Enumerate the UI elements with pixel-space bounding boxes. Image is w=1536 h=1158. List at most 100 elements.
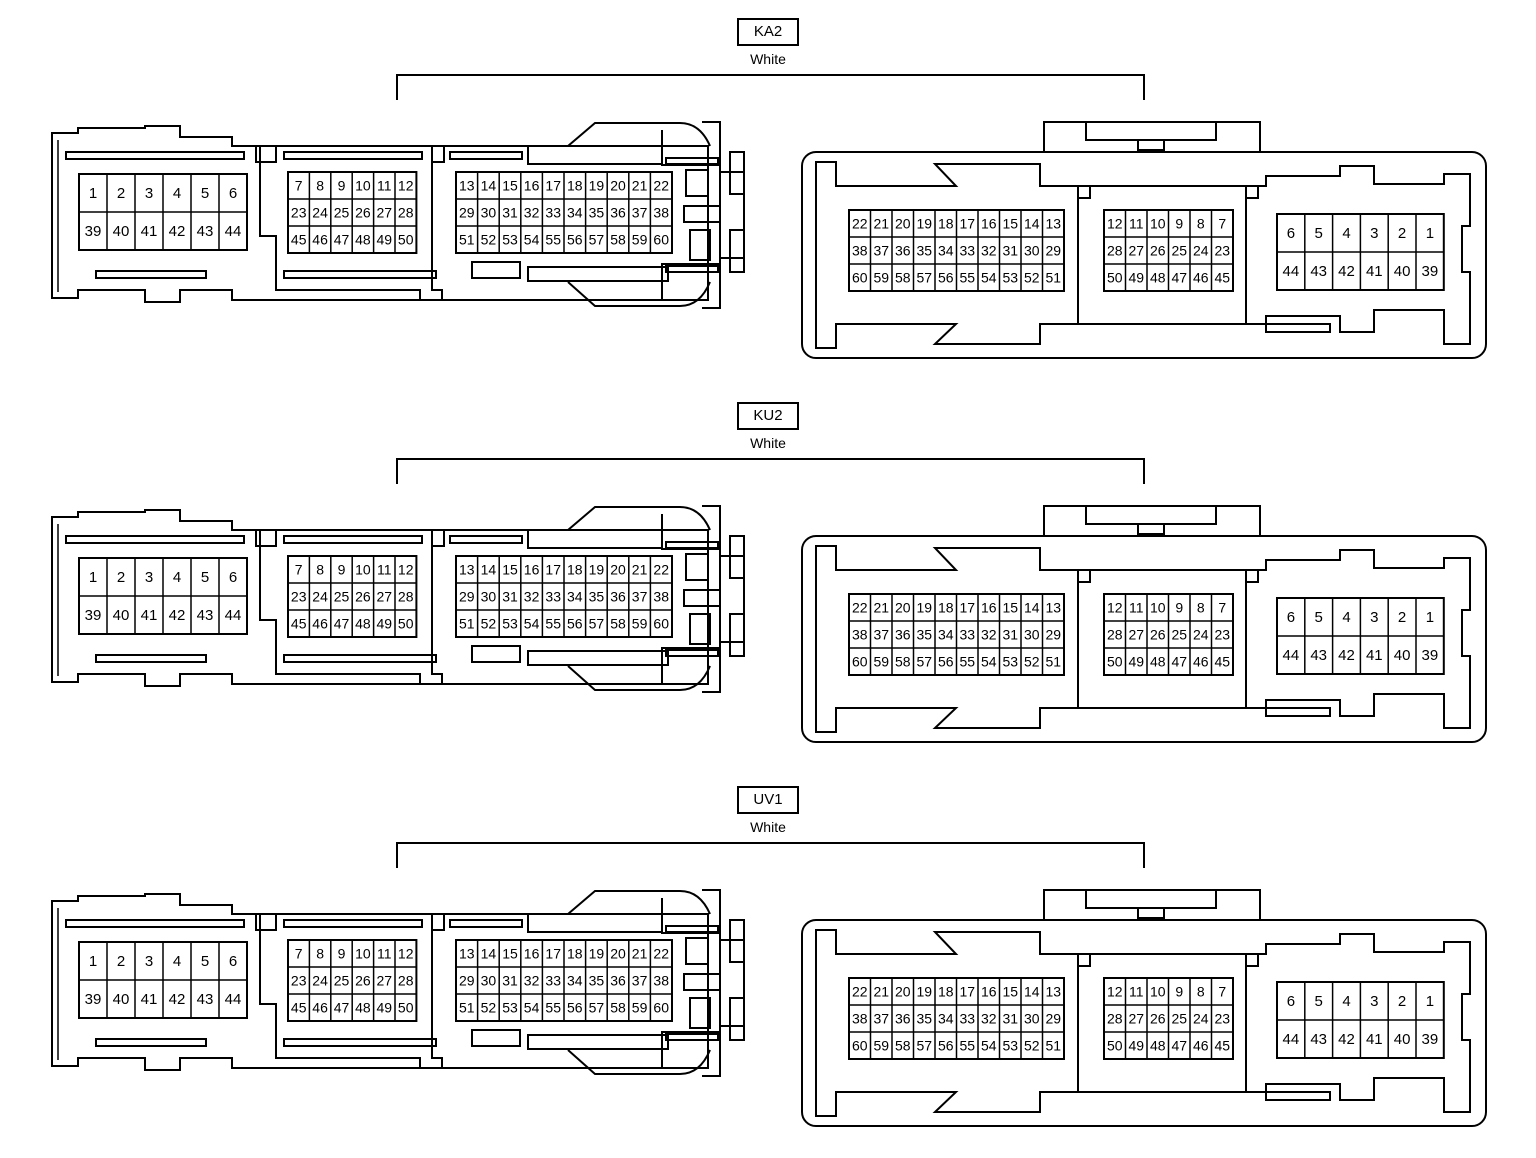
pin-number: 9 [1175,216,1183,232]
pin-number: 30 [1024,243,1040,259]
pin-number: 5 [201,569,209,586]
pin-number: 1 [89,569,97,586]
pin-number: 7 [295,562,303,578]
pin-number: 21 [873,984,889,1000]
pin-number: 30 [481,589,497,605]
pin-number: 51 [459,1000,475,1016]
pin-number: 40 [1394,263,1411,280]
pin-number: 44 [1283,1031,1300,1048]
pin-number: 39 [85,607,102,624]
pin-number: 23 [291,589,307,605]
pin-number: 5 [1315,609,1323,626]
pin-number: 47 [334,616,350,632]
pin-number: 15 [502,178,518,194]
connector-id: KU2 [737,402,799,430]
pin-number: 24 [312,589,328,605]
pin-number: 8 [1197,984,1205,1000]
pin-number: 27 [377,205,393,221]
pin-number: 31 [1002,243,1018,259]
pin-number: 19 [916,216,932,232]
pin-number: 3 [145,569,153,586]
connector-id: UV1 [737,786,799,814]
pin-number: 13 [459,562,475,578]
pin-number: 8 [316,178,324,194]
pin-number: 47 [1171,1038,1187,1054]
pin-number: 31 [1002,627,1018,643]
pin-number: 21 [873,600,889,616]
pin-number: 55 [545,1000,561,1016]
pin-number: 9 [1175,600,1183,616]
pin-number: 22 [852,984,868,1000]
pin-number: 41 [1366,263,1383,280]
pin-number: 17 [959,984,975,1000]
pin-number: 49 [1128,1038,1144,1054]
pin-number: 10 [1150,600,1166,616]
pin-number: 16 [981,984,997,1000]
pin-number: 52 [481,232,497,248]
pin-number: 22 [852,600,868,616]
pin-number: 13 [459,178,475,194]
pin-number: 53 [502,232,518,248]
pin-number: 32 [524,973,540,989]
pin-number: 25 [1171,243,1187,259]
pin-number: 3 [1370,993,1378,1010]
pin-number: 1 [89,185,97,202]
pin-number: 25 [334,973,350,989]
pin-number: 2 [1398,609,1406,626]
pin-number: 12 [398,562,414,578]
pin-number: 11 [377,946,392,962]
pin-number: 46 [312,1000,328,1016]
pin-number: 22 [653,178,669,194]
pin-number: 41 [141,223,158,240]
pin-number: 52 [1024,270,1040,286]
pin-number: 50 [1107,654,1123,670]
pin-number: 15 [502,946,518,962]
pin-number: 37 [632,589,648,605]
pin-number: 49 [1128,654,1144,670]
pin-number: 41 [1366,647,1383,664]
pin-number: 59 [873,1038,889,1054]
pin-number: 46 [1193,654,1209,670]
pin-number: 19 [916,600,932,616]
pin-number: 42 [169,991,186,1008]
pin-number: 40 [1394,1031,1411,1048]
pin-number: 50 [398,232,414,248]
pin-number: 10 [1150,984,1166,1000]
pin-number: 33 [545,589,561,605]
pin-number: 31 [502,589,518,605]
pin-number: 1 [1426,993,1434,1010]
pin-number: 57 [916,270,932,286]
pin-number: 12 [398,946,414,962]
pin-number: 27 [1128,1011,1144,1027]
pin-number: 56 [567,232,583,248]
pin-number: 18 [938,600,954,616]
pin-number: 38 [653,973,669,989]
pin-number: 51 [1045,1038,1061,1054]
pin-number: 55 [959,270,975,286]
pin-number: 21 [632,946,648,962]
pin-number: 16 [981,600,997,616]
pin-number: 60 [653,1000,669,1016]
pin-number: 9 [338,562,346,578]
pin-number: 22 [653,562,669,578]
pin-number: 28 [1107,627,1123,643]
pin-number: 27 [377,973,393,989]
pin-number: 18 [567,946,583,962]
pin-number: 20 [610,562,626,578]
pin-number: 26 [1150,243,1166,259]
pin-number: 34 [938,243,954,259]
pin-number: 44 [225,607,242,624]
pin-number: 26 [1150,1011,1166,1027]
pin-number: 33 [959,627,975,643]
pin-number: 50 [1107,270,1123,286]
pin-number: 34 [567,589,583,605]
pin-number: 39 [85,223,102,240]
pin-number: 59 [873,270,889,286]
